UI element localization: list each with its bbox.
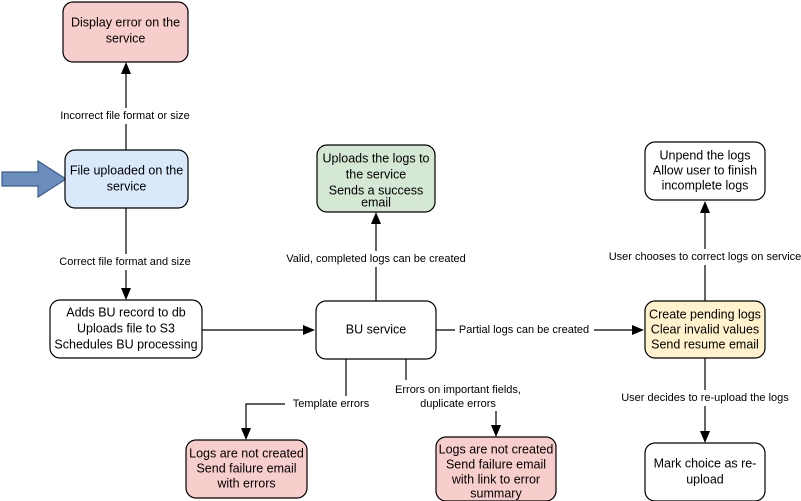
nodes-layer: Display error on the service File upload…	[49, 1, 766, 501]
node-label-line: Schedules BU processing	[54, 337, 197, 351]
edge-user-reupload: User decides to re-upload the logs	[613, 358, 797, 443]
node-display-error[interactable]: Display error on the service	[62, 1, 189, 63]
edge-valid-completed-logs: Valid, completed logs can be created	[277, 212, 476, 301]
node-adds-bu-record[interactable]: Adds BU record to db Uploads file to S3 …	[49, 299, 203, 359]
node-label-line: Sends a success	[329, 183, 424, 197]
edge-label-user-reupload: User decides to re-upload the logs	[621, 392, 789, 404]
node-label-line: with link to error	[451, 472, 540, 486]
block-arrow-right-icon	[1, 159, 68, 199]
node-label-line: Send failure email	[446, 457, 546, 471]
node-shape[interactable]	[64, 149, 189, 209]
node-bu-service[interactable]: BU service	[315, 300, 437, 360]
node-label-line: email	[361, 195, 391, 209]
edge-user-corrects-logs: User chooses to correct logs on service	[597, 201, 801, 301]
edge-label-template-errors: Template errors	[293, 398, 370, 410]
node-label-line: service	[106, 31, 146, 45]
node-label-line: service	[107, 179, 147, 193]
arrowhead-right-icon	[632, 325, 644, 335]
node-label-line: Allow user to finish	[653, 163, 757, 177]
node-shape[interactable]	[49, 299, 203, 359]
label-backdrop	[597, 249, 801, 265]
node-shape[interactable]	[316, 144, 436, 213]
node-shape[interactable]	[315, 300, 437, 360]
arrowhead-up-icon	[121, 62, 131, 74]
node-label-line: incomplete logs	[662, 178, 749, 192]
label-backdrop	[53, 254, 199, 270]
node-shape[interactable]	[62, 1, 189, 63]
node-label-line: Logs are not created	[439, 442, 554, 456]
node-shape[interactable]	[644, 442, 766, 501]
node-label-line: BU service	[346, 322, 406, 336]
arrowhead-right-icon	[303, 325, 315, 335]
input-block-arrow	[1, 159, 68, 199]
edge-label-valid-completed-logs: Valid, completed logs can be created	[286, 253, 466, 265]
arrowhead-up-icon	[700, 201, 710, 213]
arrowhead-down-icon	[241, 428, 251, 440]
edges-layer: Incorrect file format or size Correct fi…	[52, 62, 801, 443]
label-backdrop	[613, 390, 797, 406]
edge-label-correct-file-format: Correct file format and size	[59, 256, 190, 268]
node-label-line: Uploads the logs to	[322, 151, 429, 165]
label-backdrop	[285, 396, 378, 412]
label-backdrop	[52, 108, 200, 124]
node-label-line: Adds BU record to db	[66, 305, 186, 319]
node-shape[interactable]	[644, 300, 766, 359]
arrowhead-down-icon	[700, 431, 710, 443]
edge-label-important-field-errors-line1: Errors on important fields,	[395, 384, 521, 396]
node-label-line: Mark choice as re-	[654, 456, 757, 470]
node-label-line: Create pending logs	[649, 307, 761, 321]
edge-label-partial-logs: Partial logs can be created	[459, 324, 589, 336]
node-label-line: summary	[470, 486, 522, 500]
node-logs-not-created-errors[interactable]: Logs are not created Send failure email …	[185, 439, 308, 499]
arrowhead-down-icon	[491, 425, 501, 437]
node-label-line: Send resume email	[651, 337, 759, 351]
node-shape[interactable]	[435, 436, 557, 501]
edge-correct-file-format: Correct file format and size	[53, 208, 199, 300]
edge-template-errors: Template errors	[241, 359, 378, 440]
node-unpend-logs[interactable]: Unpend the logs Allow user to finish inc…	[644, 141, 766, 201]
node-logs-not-created-summary[interactable]: Logs are not created Send failure email …	[435, 436, 557, 501]
node-label-line: upload	[686, 472, 724, 486]
label-backdrop	[277, 251, 476, 267]
arrowhead-down-icon	[121, 288, 131, 300]
node-file-uploaded[interactable]: File uploaded on the service	[64, 149, 189, 209]
node-shape[interactable]	[185, 439, 308, 499]
edge-partial-logs: Partial logs can be created	[436, 322, 644, 338]
node-label-line: Clear invalid values	[651, 322, 759, 336]
edge-label-user-corrects-logs: User chooses to correct logs on service	[609, 251, 801, 263]
node-label-line: Unpend the logs	[659, 148, 750, 162]
node-create-pending-logs[interactable]: Create pending logs Clear invalid values…	[644, 300, 766, 359]
node-mark-choice-reupload[interactable]: Mark choice as re- upload	[644, 442, 766, 501]
node-uploads-logs[interactable]: Uploads the logs to the service Sends a …	[316, 144, 436, 213]
edge-label-important-field-errors-line2: duplicate errors	[420, 398, 496, 410]
arrowhead-up-icon	[371, 212, 381, 224]
edge-label-incorrect-file-format: Incorrect file format or size	[60, 110, 190, 122]
node-label-line: Display error on the	[71, 15, 180, 29]
node-label-line: with errors	[216, 476, 275, 490]
edge-important-field-errors: Errors on important fields, duplicate er…	[390, 359, 525, 437]
edge-incorrect-file-format: Incorrect file format or size	[52, 62, 200, 150]
node-label-line: Send failure email	[196, 461, 296, 475]
edge-adds-record-to-bu-service	[202, 325, 315, 335]
node-label-line: File uploaded on the	[70, 163, 183, 177]
node-label-line: the service	[346, 167, 406, 181]
node-shape[interactable]	[644, 141, 766, 201]
label-backdrop	[455, 322, 594, 338]
node-label-line: Uploads file to S3	[77, 321, 175, 335]
node-label-line: Logs are not created	[189, 446, 304, 460]
label-backdrop	[390, 381, 525, 411]
